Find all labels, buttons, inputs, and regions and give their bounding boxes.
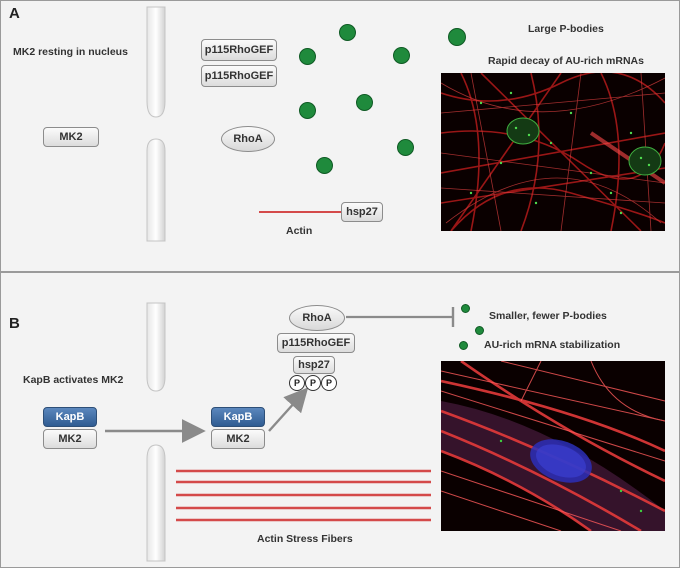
panel-a: A MK2 resting in nucleus MK2 p115RhoGEF …: [0, 0, 680, 272]
p-body: [299, 102, 316, 119]
hsp27-box-b: hsp27: [293, 356, 335, 374]
nuclear-membrane-top: [146, 6, 166, 118]
p115rhogef-box-top: p115RhoGEF: [201, 39, 277, 61]
p-body: [393, 47, 410, 64]
kapb-box-left: KapB: [43, 407, 97, 427]
p115rhogef-box-b: p115RhoGEF: [277, 333, 355, 353]
micrograph-a-image: [441, 73, 665, 231]
mk2-box-center: MK2: [211, 429, 265, 449]
hsp27-box-a: hsp27: [341, 202, 383, 222]
large-p-bodies-label: Large P-bodies: [528, 23, 604, 35]
micrograph-a: [441, 73, 665, 231]
phospho-circle: P: [305, 375, 321, 391]
p-body: [356, 94, 373, 111]
nuclear-membrane-top-b: [146, 302, 166, 392]
mk2-box-a: MK2: [43, 127, 99, 147]
phosphorylation-arrow: [268, 387, 309, 432]
panel-a-label: A: [9, 5, 20, 22]
p-body-legend: [448, 28, 466, 46]
p115rhogef-box-bottom: p115RhoGEF: [201, 65, 277, 87]
mk2-box-left: MK2: [43, 429, 97, 449]
nuclear-envelope-a: [146, 6, 343, 242]
rhoa-ellipse-a: RhoA: [221, 126, 275, 152]
panel-b: B KapB activates MK2: [0, 272, 680, 568]
p-body: [397, 139, 414, 156]
kapb-box-center: KapB: [211, 407, 265, 427]
nuclear-membrane-bottom-b: [146, 444, 166, 562]
panel-b-shapes: [105, 302, 455, 562]
rhoa-ellipse-b: RhoA: [289, 305, 345, 331]
au-stabilization-label: AU-rich mRNA stabilization: [484, 339, 621, 351]
actin-stress-fibers-label: Actin Stress Fibers: [257, 533, 353, 545]
micrograph-b: [441, 361, 665, 531]
phospho-circle: P: [289, 375, 305, 391]
p-body-small: [461, 304, 470, 313]
smaller-p-bodies-label: Smaller, fewer P-bodies: [489, 310, 607, 322]
panel-b-label: B: [9, 315, 20, 332]
p-body: [316, 157, 333, 174]
p-body: [339, 24, 356, 41]
micrograph-b-image: [441, 361, 665, 531]
p-body-small: [475, 326, 484, 335]
phospho-circle: P: [321, 375, 337, 391]
p-body: [299, 48, 316, 65]
mk2-resting-label: MK2 resting in nucleus: [13, 46, 128, 58]
p-body-small: [459, 341, 468, 350]
rapid-decay-label: Rapid decay of AU-rich mRNAs: [488, 55, 644, 67]
actin-label: Actin: [286, 225, 313, 237]
nuclear-membrane-bottom: [146, 138, 166, 242]
actin-stress-fibers: [176, 469, 431, 522]
kapb-activates-label: KapB activates MK2: [23, 374, 124, 386]
